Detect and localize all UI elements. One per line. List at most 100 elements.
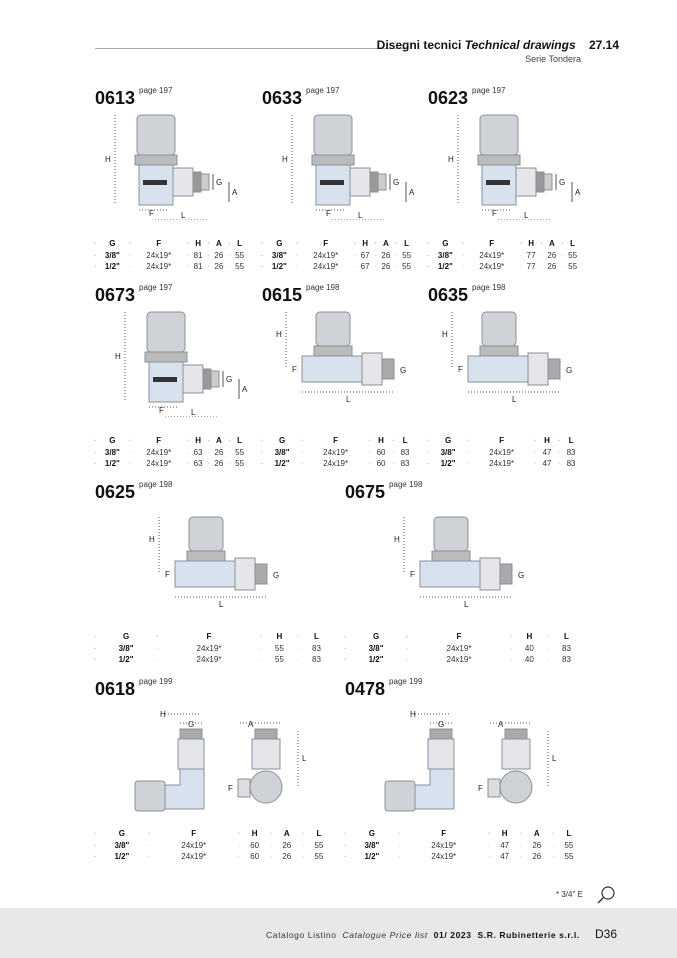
page-link[interactable]: page 197 (306, 86, 340, 95)
table-cell: 1/2" (94, 261, 130, 273)
dimension-label: L (191, 408, 196, 417)
product-code: 0478 (345, 679, 386, 699)
page-link[interactable]: page 198 (139, 480, 173, 489)
product-code: 0675 (345, 482, 386, 502)
product-code: 0615 (262, 285, 303, 305)
table-cell: 24x19* (129, 261, 188, 273)
dimension-label: L (512, 395, 517, 404)
section-number: 27.14 (588, 38, 619, 52)
table-cell: 26 (520, 840, 553, 852)
title-english: Technical drawings (464, 38, 576, 52)
column-header: G (94, 435, 130, 447)
table-cell: 24x19* (462, 250, 521, 262)
table-cell: 3/8" (94, 643, 157, 655)
column-header: L (297, 631, 335, 643)
table-row: 1/2"24x19*602655 (94, 851, 335, 863)
footer-bar (0, 908, 677, 958)
table-cell: 26 (541, 261, 563, 273)
table-cell: 3/8" (94, 447, 130, 459)
table-cell: 24x19* (148, 840, 239, 852)
table-cell: 55 (561, 250, 583, 262)
table-cell: 83 (547, 654, 585, 666)
table-cell: 24x19* (301, 447, 369, 459)
table-cell: 63 (187, 458, 209, 470)
table-cell: 47 (534, 458, 559, 470)
table-cell: 40 (510, 643, 548, 655)
dimension-label: F (159, 406, 164, 415)
page-link[interactable]: page 197 (139, 283, 173, 292)
table-row: 1/2"24x19*5583 (94, 654, 335, 666)
table-cell: 55 (552, 851, 585, 863)
table-cell: 63 (187, 447, 209, 459)
table-cell: 1/2" (261, 458, 302, 470)
table-cell: 77 (520, 261, 542, 273)
column-header: G (344, 828, 399, 840)
column-header: F (462, 238, 521, 250)
product-code: 0625 (95, 482, 136, 502)
table-cell: 26 (375, 250, 397, 262)
table-cell: 83 (297, 643, 335, 655)
table-cell: 55 (302, 851, 335, 863)
page-link[interactable]: page 198 (389, 480, 423, 489)
footer-catalog-it: Catalogo Listino (266, 930, 337, 940)
column-header: G (427, 238, 463, 250)
table-cell: 55 (302, 840, 335, 852)
table-cell: 26 (208, 261, 230, 273)
column-header: A (270, 828, 303, 840)
dimension-label: F (492, 209, 497, 218)
dimension-label: G (393, 178, 399, 187)
dimension-label: F (149, 209, 154, 218)
page-link[interactable]: page 198 (306, 283, 340, 292)
column-header: H (534, 435, 559, 447)
search-icon[interactable] (596, 885, 616, 905)
table-row: 1/2"24x19*4083 (344, 654, 585, 666)
column-header: H (187, 435, 209, 447)
column-header: G (94, 828, 149, 840)
table-cell: 55 (395, 261, 417, 273)
dimension-label: H (394, 535, 400, 544)
table-cell: 24x19* (156, 643, 261, 655)
column-header: G (94, 631, 157, 643)
table-cell: 47 (488, 851, 521, 863)
table-header: GFHAL (94, 435, 250, 447)
table-cell: 26 (541, 250, 563, 262)
dimension-label: G (400, 366, 406, 375)
page-link[interactable]: page 197 (139, 86, 173, 95)
table-cell: 26 (520, 851, 553, 863)
table-header: GFHAL (344, 828, 585, 840)
table-header: GFHAL (94, 238, 250, 250)
table-cell: 24x19* (406, 643, 511, 655)
table-cell: 26 (270, 840, 303, 852)
table-header: GFHAL (427, 238, 583, 250)
dimension-label: H (105, 155, 111, 164)
table-cell: 3/8" (344, 643, 407, 655)
page-link[interactable]: page 197 (472, 86, 506, 95)
dimensions-table: GFHL3/8"24x19*60831/2"24x19*6083 (261, 435, 417, 470)
table-cell: 67 (354, 250, 376, 262)
page-link[interactable]: page 199 (139, 677, 173, 686)
page-link[interactable]: page 199 (389, 677, 423, 686)
dimension-label: G (188, 720, 194, 729)
dimensions-table: GFHL3/8"24x19*47831/2"24x19*4783 (427, 435, 583, 470)
table-cell: 83 (392, 447, 417, 459)
table-row: 3/8"24x19*672655 (261, 250, 417, 262)
table-cell: 24x19* (129, 447, 188, 459)
column-header: G (261, 238, 297, 250)
column-header: F (296, 238, 355, 250)
table-cell: 55 (228, 447, 250, 459)
table-row: 3/8"24x19*812655 (94, 250, 250, 262)
footnote: * 3/4" E (556, 890, 583, 899)
table-cell: 26 (208, 458, 230, 470)
table-cell: 3/8" (427, 447, 468, 459)
table-cell: 60 (238, 840, 271, 852)
table-cell: 55 (552, 840, 585, 852)
dimension-label: L (524, 211, 529, 220)
page-number: D36 (595, 927, 618, 941)
page-link[interactable]: page 198 (472, 283, 506, 292)
